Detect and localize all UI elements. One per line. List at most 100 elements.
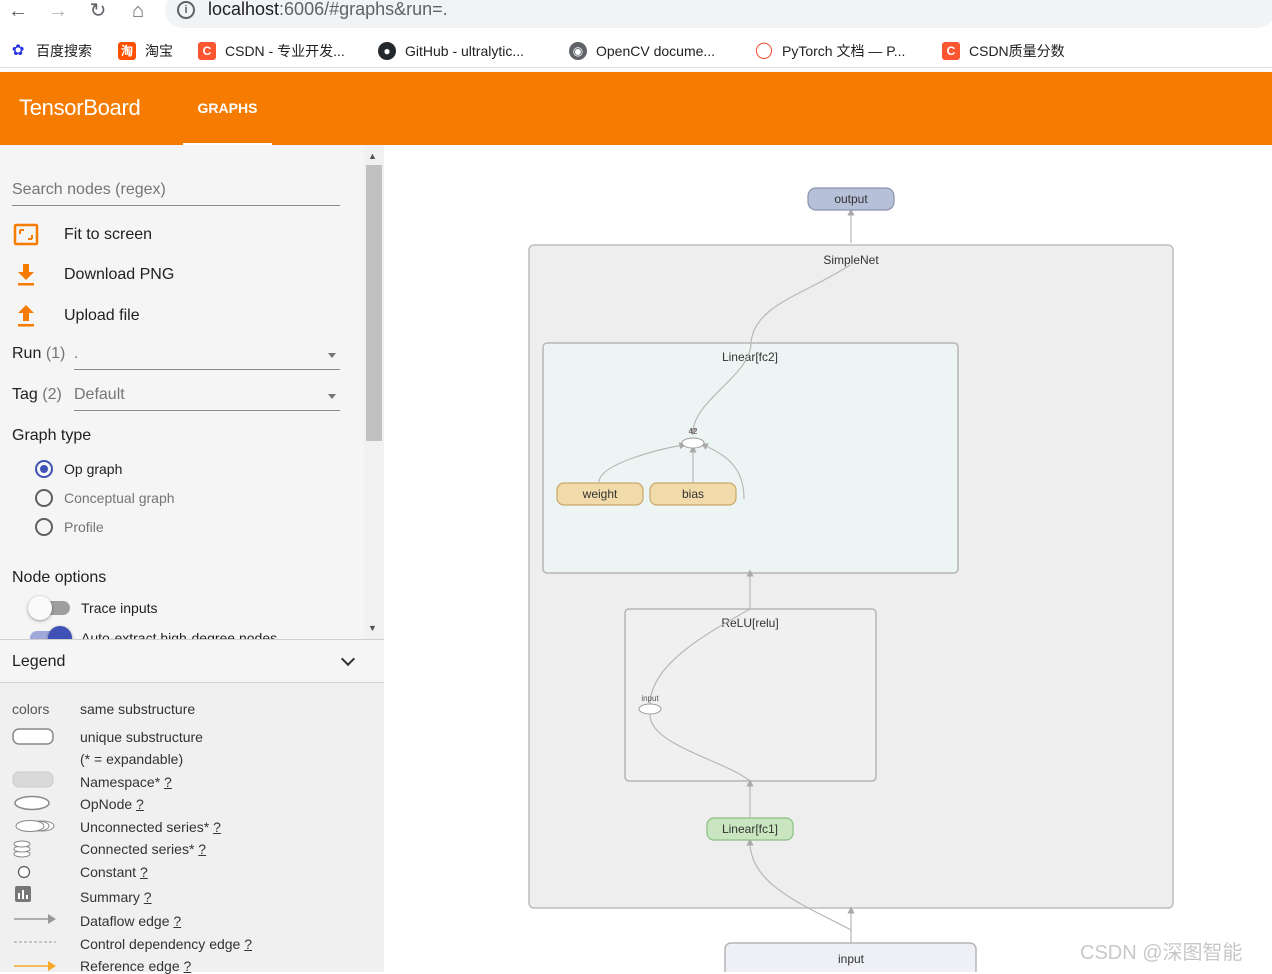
legend-control: Control dependency edge ? bbox=[80, 936, 253, 952]
legend-opnode: OpNode ? bbox=[80, 796, 144, 812]
home-icon[interactable]: ⌂ bbox=[131, 0, 145, 22]
help-link[interactable]: ? bbox=[143, 889, 152, 905]
site-info-icon[interactable]: i bbox=[177, 1, 195, 19]
radio-conceptual-graph[interactable]: Conceptual graph bbox=[35, 488, 175, 508]
legend-title: Legend bbox=[12, 653, 66, 670]
reload-icon[interactable]: ↻ bbox=[89, 0, 107, 22]
toggle-track bbox=[28, 596, 70, 620]
bookmark-github[interactable]: ●GitHub - ultralytic... bbox=[378, 40, 524, 62]
help-link[interactable]: ? bbox=[164, 774, 172, 790]
legend-panel: Legend colors same substructure unique s… bbox=[0, 639, 384, 974]
legend-connected: Connected series* ? bbox=[80, 841, 207, 857]
node-op-42[interactable]: 42 bbox=[681, 427, 705, 449]
auto-extract-toggle[interactable]: Auto-extract high-degree nodes bbox=[30, 626, 277, 639]
help-link[interactable]: ? bbox=[198, 841, 207, 857]
legend-colors-label: colors bbox=[12, 701, 50, 717]
address-bar[interactable]: i localhost:6006/#graphs&run=. bbox=[165, 0, 1272, 28]
trace-inputs-toggle[interactable]: Trace inputs bbox=[28, 596, 158, 620]
help-link[interactable]: ? bbox=[136, 796, 144, 812]
upload-icon bbox=[12, 302, 40, 330]
radio-empty-icon bbox=[35, 489, 53, 507]
scrollbar-thumb[interactable] bbox=[366, 165, 382, 441]
legend-same-substructure: same substructure bbox=[80, 701, 196, 717]
summary-icon bbox=[15, 886, 31, 902]
radio-empty-icon bbox=[35, 518, 53, 536]
node-input[interactable]: input bbox=[724, 942, 977, 972]
bookmark-pytorch[interactable]: ◯PyTorch 文档 — P... bbox=[755, 42, 906, 59]
globe-icon: ◉ bbox=[569, 42, 587, 60]
graph-edges bbox=[598, 208, 855, 945]
back-icon[interactable]: ← bbox=[8, 0, 28, 22]
radio-op-graph[interactable]: Op graph bbox=[35, 459, 122, 479]
legend-constant: Constant ? bbox=[80, 864, 148, 880]
graph-type-title: Graph type bbox=[12, 427, 92, 444]
node-output[interactable]: output bbox=[807, 187, 895, 211]
tab-graphs[interactable]: GRAPHS bbox=[183, 72, 272, 145]
help-link[interactable]: ? bbox=[173, 913, 182, 929]
namespace-fc2[interactable]: Linear[fc2] bbox=[542, 342, 959, 574]
forward-icon[interactable]: → bbox=[48, 0, 68, 22]
help-link[interactable]: ? bbox=[213, 819, 221, 835]
help-link[interactable]: ? bbox=[183, 958, 192, 974]
relu-input-label: input bbox=[641, 694, 659, 703]
toggle-track bbox=[30, 626, 72, 639]
reference-edge-icon bbox=[14, 961, 56, 971]
fit-screen-icon bbox=[12, 221, 40, 249]
node-relu-input[interactable]: input bbox=[638, 694, 662, 715]
search-nodes-input[interactable]: Search nodes (regex) bbox=[12, 175, 340, 206]
fit-to-screen-button[interactable]: Fit to screen bbox=[12, 221, 152, 249]
node-bias[interactable]: bias bbox=[649, 482, 737, 506]
download-png-button[interactable]: Download PNG bbox=[12, 261, 174, 289]
graph-svg[interactable]: SimpleNet Linear[fc2] ReLU[relu] bbox=[384, 145, 1272, 972]
weight-label: weight bbox=[582, 487, 618, 501]
fc1-label: Linear[fc1] bbox=[722, 822, 778, 836]
url-text: localhost:6006/#graphs&run=. bbox=[208, 0, 448, 19]
scroll-down-icon[interactable]: ▼ bbox=[368, 623, 377, 633]
help-link[interactable]: ? bbox=[244, 936, 253, 952]
radio-selected-icon bbox=[35, 460, 53, 478]
legend-header[interactable]: Legend bbox=[0, 640, 384, 683]
input-label: input bbox=[838, 952, 865, 966]
tag-dropdown[interactable]: Default bbox=[74, 380, 340, 411]
bias-label: bias bbox=[682, 487, 704, 501]
connected-series-icon bbox=[13, 840, 31, 858]
simplenet-label: SimpleNet bbox=[823, 253, 879, 267]
node-weight[interactable]: weight bbox=[556, 482, 644, 506]
csdn-icon: C bbox=[942, 42, 960, 60]
scroll-up-icon[interactable]: ▲ bbox=[368, 151, 377, 161]
sidebar-scrollbar[interactable]: ▲ ▼ bbox=[364, 145, 384, 639]
app-title: TensorBoard bbox=[19, 95, 141, 120]
chevron-down-icon[interactable] bbox=[340, 651, 356, 667]
run-label: Run (1) bbox=[12, 345, 66, 362]
node-options-title: Node options bbox=[12, 569, 107, 586]
bookmark-baidu[interactable]: ✿百度搜索 bbox=[9, 40, 92, 62]
csdn-icon: C bbox=[198, 42, 216, 60]
tensorboard-header: TensorBoard GRAPHS bbox=[0, 72, 1272, 145]
bookmark-opencv[interactable]: ◉OpenCV docume... bbox=[569, 40, 715, 62]
graph-canvas[interactable]: SimpleNet Linear[fc2] ReLU[relu] bbox=[384, 145, 1272, 972]
bookmark-taobao[interactable]: 淘淘宝 bbox=[118, 40, 173, 62]
legend-reference: Reference edge ? bbox=[80, 958, 192, 974]
namespace-relu[interactable]: ReLU[relu] bbox=[624, 608, 877, 782]
radio-profile[interactable]: Profile bbox=[35, 517, 104, 537]
op42-label: 42 bbox=[689, 427, 698, 436]
chevron-down-icon bbox=[328, 394, 336, 399]
node-fc1[interactable]: Linear[fc1] bbox=[706, 817, 794, 841]
unique-substructure-icon bbox=[12, 728, 54, 745]
legend-dataflow: Dataflow edge ? bbox=[80, 913, 182, 929]
dataflow-edge-icon bbox=[14, 914, 56, 924]
help-link[interactable]: ? bbox=[139, 864, 148, 880]
run-dropdown[interactable]: . bbox=[74, 339, 340, 370]
pytorch-icon: ◯ bbox=[755, 42, 773, 59]
tab-underline bbox=[183, 143, 272, 145]
upload-file-button[interactable]: Upload file bbox=[12, 302, 140, 330]
run-value: . bbox=[74, 345, 79, 362]
sidebar: Search nodes (regex) Fit to screen Downl… bbox=[0, 145, 384, 639]
legend-unique-substructure: unique substructure bbox=[80, 729, 203, 745]
baidu-icon: ✿ bbox=[11, 42, 25, 59]
tag-label: Tag (2) bbox=[12, 386, 62, 403]
constant-icon bbox=[17, 865, 31, 879]
